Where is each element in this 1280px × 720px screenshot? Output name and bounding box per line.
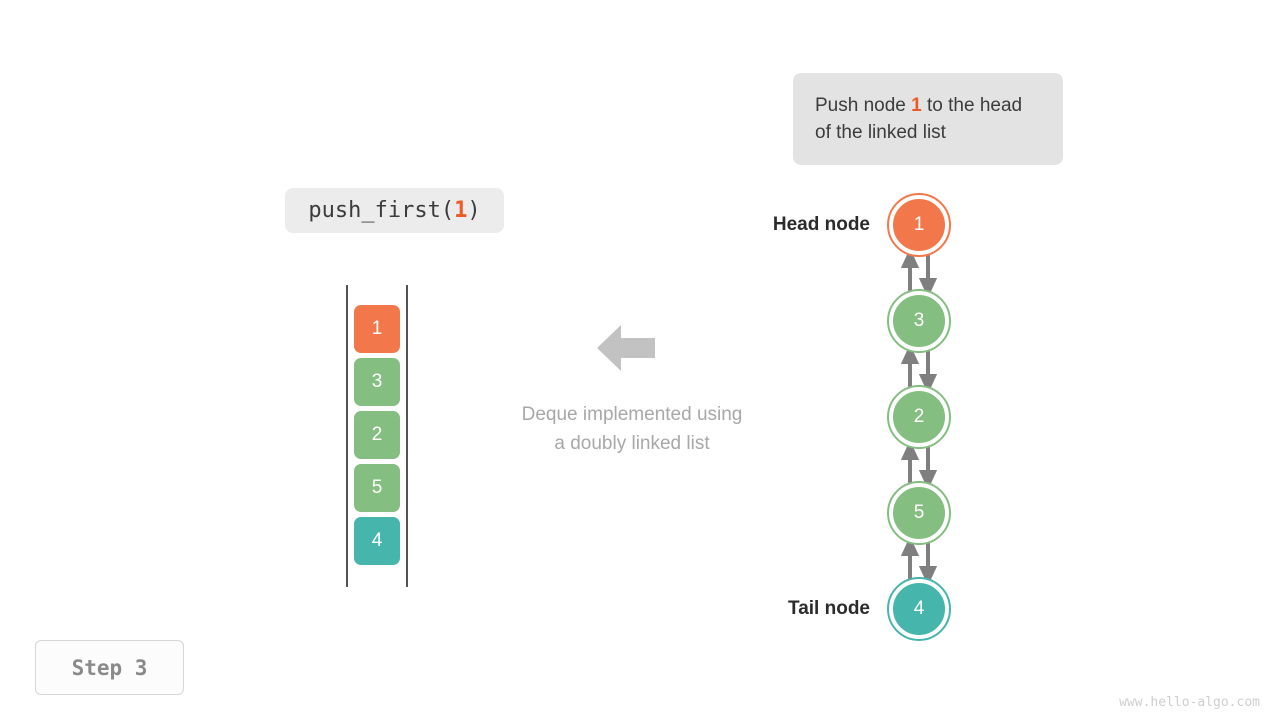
linked-list-node: 3 <box>890 292 948 350</box>
step-badge-label: Step 3 <box>71 655 148 680</box>
array-cell: 5 <box>354 464 400 512</box>
function-call-text: push_first(1) <box>308 198 480 223</box>
caption-line-2: a doubly linked list <box>554 433 710 454</box>
node-link-pair <box>900 344 938 394</box>
tail-node-label: Tail node <box>788 598 870 619</box>
function-argument: 1 <box>454 198 468 223</box>
watermark: www.hello-algo.com <box>1119 695 1260 710</box>
callout-text-after: to the head of the linked list <box>815 95 1023 143</box>
array-rail-left <box>346 285 348 587</box>
callout-text: Push node 1 to the head of the linked li… <box>815 92 1041 146</box>
function-call-label: push_first(1) <box>285 188 504 233</box>
deque-array-column: 1 3 2 5 4 <box>340 285 412 587</box>
caption-line-1: Deque implemented using <box>521 404 743 425</box>
flow-arrow-left-icon <box>597 322 655 374</box>
function-paren-close: ) <box>467 198 481 223</box>
callout-bubble: Push node 1 to the head of the linked li… <box>793 73 1063 165</box>
array-cell: 4 <box>354 517 400 565</box>
linked-list-node: 4 <box>890 580 948 638</box>
linked-list-node: 5 <box>890 484 948 542</box>
array-cell: 1 <box>354 305 400 353</box>
doubly-linked-list: 1 3 2 5 4 Head node Tail node <box>740 180 980 650</box>
step-badge: Step 3 <box>35 640 184 695</box>
array-cell-list: 1 3 2 5 4 <box>354 305 400 570</box>
head-node-label: Head node <box>772 214 870 235</box>
function-name: push_first( <box>308 198 455 223</box>
node-link-pair <box>900 248 938 298</box>
linked-list-pointer-arrows <box>900 248 938 586</box>
node-link-pair <box>900 536 938 586</box>
array-rail-right <box>406 285 408 587</box>
callout-text-before: Push node <box>815 95 912 116</box>
linked-list-node: 1 <box>890 196 948 254</box>
node-link-pair <box>900 440 938 490</box>
linked-list-node: 2 <box>890 388 948 446</box>
array-cell: 3 <box>354 358 400 406</box>
deque-caption: Deque implemented using a doubly linked … <box>452 400 812 458</box>
array-cell: 2 <box>354 411 400 459</box>
callout-highlight-value: 1 <box>911 95 922 116</box>
